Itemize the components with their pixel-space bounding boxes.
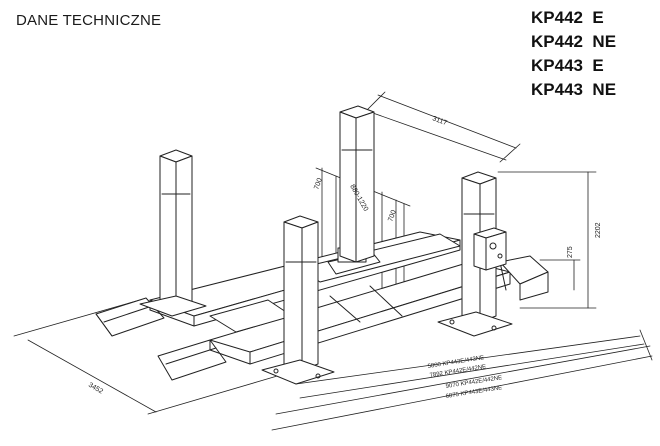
dim-width: 3452	[87, 382, 104, 396]
dim-column-spacing: 3117	[431, 115, 448, 127]
dim-top-700-right: 700	[387, 209, 398, 222]
dim-total-height: 2202	[595, 222, 602, 238]
ramp-right-front	[157, 339, 227, 381]
dimension-lines	[13, 91, 653, 431]
column-rear-left	[139, 149, 207, 317]
dim-platform-height: 275	[567, 246, 574, 258]
dim-top-700-left: 700	[313, 177, 324, 190]
column-front-left	[261, 215, 335, 385]
model-label: KP443 E	[531, 56, 604, 75]
ramp-left-front	[95, 297, 165, 337]
model-label: KP442 NE	[531, 32, 617, 51]
model-label: KP443 NE	[531, 80, 617, 99]
control-box	[473, 227, 507, 271]
model-list: KP442 E KP442 NE KP443 E KP443 NE	[531, 6, 616, 102]
section-title: DANE TECHNICZNE	[16, 12, 162, 29]
rear-ramp	[499, 255, 549, 301]
model-label: KP442 E	[531, 8, 604, 27]
column-rear-right	[339, 105, 375, 263]
